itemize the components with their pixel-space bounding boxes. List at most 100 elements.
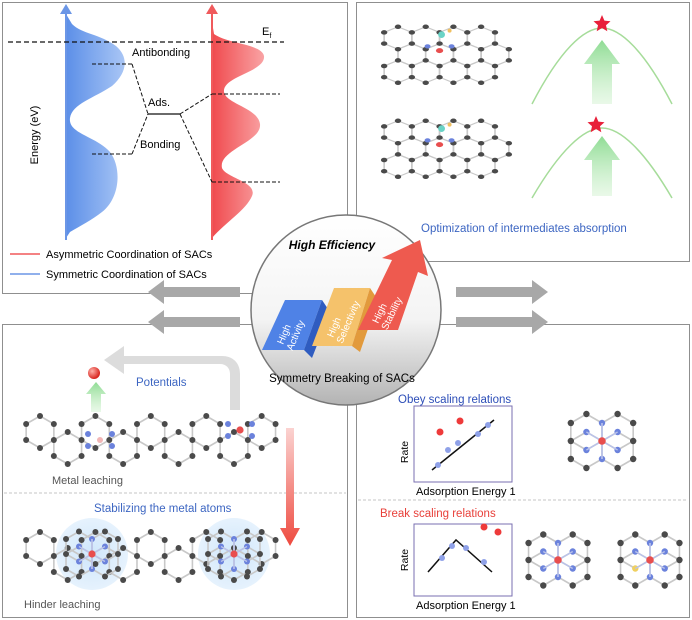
carbon-atom bbox=[380, 168, 388, 174]
carbon-atom bbox=[661, 582, 668, 589]
obey-point bbox=[475, 431, 481, 437]
carbon-atom bbox=[256, 551, 263, 557]
carbon-atom bbox=[477, 152, 485, 157]
carbon-atom bbox=[205, 551, 212, 557]
carbon-atom bbox=[394, 140, 402, 146]
carbon-atom bbox=[567, 455, 575, 463]
carbon-atom bbox=[63, 566, 70, 572]
carbon-atom bbox=[408, 168, 416, 174]
step-selectivity-block bbox=[312, 288, 370, 346]
symmetric-unit-structure bbox=[567, 410, 637, 472]
connector-antibonding bbox=[131, 63, 149, 115]
carbon-atom bbox=[189, 421, 196, 427]
carbon-atom bbox=[147, 413, 154, 419]
break-point bbox=[439, 555, 445, 561]
nitrogen-atom bbox=[225, 421, 231, 427]
carbon-atom bbox=[230, 461, 237, 467]
metal-atom bbox=[646, 556, 654, 564]
intermediates-diagram: Optimization of intermediates absorption bbox=[380, 15, 673, 235]
metal-atom bbox=[236, 426, 244, 434]
carbon-atom bbox=[114, 566, 121, 572]
break-label: Break scaling relations bbox=[380, 508, 496, 520]
carbon-atom bbox=[525, 556, 532, 564]
carbon-atom bbox=[189, 437, 196, 443]
carbon-atom bbox=[50, 453, 57, 459]
carbon-atom bbox=[218, 528, 225, 535]
leaching-diagram: Potentials Metal leaching Stabilizing th… bbox=[4, 346, 346, 611]
carbon-atom bbox=[37, 445, 43, 451]
carbon-atom bbox=[464, 135, 471, 140]
graphene-slab-top bbox=[380, 24, 513, 86]
carbon-atom bbox=[436, 74, 443, 80]
carbon-atom bbox=[394, 58, 402, 63]
carbon-atom bbox=[436, 63, 443, 69]
carbon-atom bbox=[632, 582, 639, 589]
carbon-atom bbox=[629, 455, 637, 463]
carbon-atom bbox=[175, 429, 182, 435]
carbon-atom bbox=[244, 537, 251, 543]
carbon-atom bbox=[37, 413, 43, 419]
nitrogen-atom bbox=[249, 421, 255, 427]
carbon-atom bbox=[491, 168, 499, 174]
carbon-atom bbox=[217, 437, 224, 443]
carbon-atom bbox=[175, 577, 182, 583]
carbon-atom bbox=[584, 573, 591, 581]
carbon-atom bbox=[491, 63, 499, 69]
carbon-atom bbox=[408, 63, 416, 69]
carbon-atom bbox=[491, 41, 499, 46]
carbon-atom bbox=[64, 461, 71, 467]
carbon-atom bbox=[436, 135, 443, 140]
carbon-atom bbox=[567, 419, 575, 427]
break-plot-frame bbox=[413, 523, 513, 597]
graphene-slab-bottom bbox=[380, 118, 513, 180]
carbon-atom bbox=[408, 124, 416, 129]
carbon-atom bbox=[244, 453, 251, 459]
carbon-atom bbox=[505, 58, 513, 63]
carbon-atom bbox=[569, 582, 576, 589]
carbon-atom bbox=[464, 124, 471, 129]
symmetric-axis-arrowhead bbox=[60, 4, 72, 14]
bonding-label: Bonding bbox=[140, 139, 180, 151]
obey-plot-frame bbox=[413, 405, 513, 483]
carbon-atom bbox=[583, 464, 590, 472]
carbon-atom bbox=[217, 553, 224, 559]
slab-lattice bbox=[380, 24, 513, 86]
energy-axis-label: Energy (eV) bbox=[29, 106, 41, 165]
carbon-atom bbox=[540, 582, 547, 589]
carbon-atom bbox=[78, 421, 85, 427]
carbon-atom bbox=[584, 539, 591, 547]
adsorbate-label: Ads. bbox=[148, 97, 170, 109]
carbon-atom bbox=[243, 573, 250, 580]
carbon-atom bbox=[584, 556, 591, 564]
slab-lattice bbox=[380, 118, 513, 180]
carbon-atom bbox=[133, 537, 140, 543]
carbon-atom bbox=[491, 157, 499, 163]
break-point bbox=[449, 543, 455, 549]
carbon-atom bbox=[78, 437, 85, 443]
right-upper-arrow bbox=[456, 280, 548, 304]
graphene-chain-bottom bbox=[23, 528, 279, 583]
carbon-atom bbox=[244, 553, 251, 559]
carbon-atom bbox=[133, 421, 140, 427]
carbon-atom bbox=[408, 135, 416, 140]
carbon-atom bbox=[422, 174, 429, 180]
intermediates-caption: Optimization of intermediates absorption bbox=[421, 223, 627, 235]
carbon-atom bbox=[120, 429, 127, 435]
nitrogen-atom bbox=[249, 433, 255, 439]
carbon-atom bbox=[436, 41, 443, 46]
break-y-label: Rate bbox=[399, 549, 411, 571]
carbon-atom bbox=[120, 545, 127, 551]
connector-upper-red bbox=[179, 93, 213, 115]
carbon-atom bbox=[464, 41, 471, 46]
carbon-atom bbox=[217, 453, 224, 459]
connector-lower-red bbox=[179, 113, 213, 183]
carbon-atom bbox=[161, 537, 168, 543]
release-arrow bbox=[86, 382, 106, 412]
carbon-atom bbox=[540, 531, 547, 538]
carbon-atom bbox=[217, 537, 224, 543]
nitrogen-atom bbox=[225, 433, 231, 439]
carbon-atom bbox=[525, 573, 532, 581]
carbon-atom bbox=[120, 461, 127, 467]
carbon-atom bbox=[394, 174, 402, 180]
